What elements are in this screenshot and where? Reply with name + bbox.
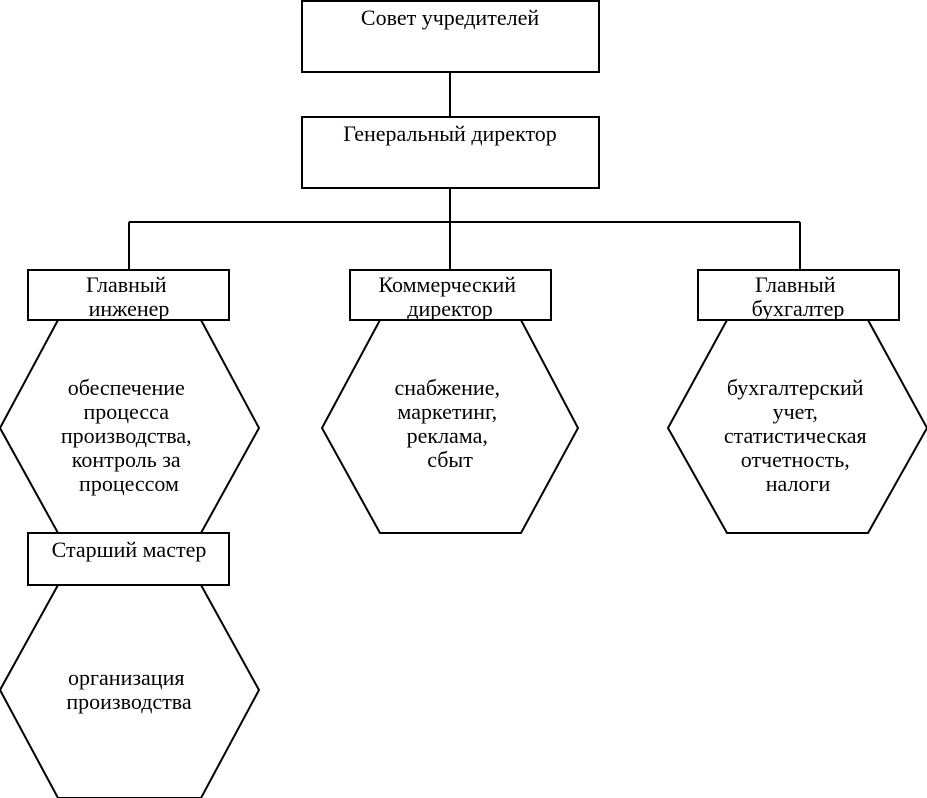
chief-accountant-box: [697, 269, 900, 321]
commercial-director-duties: снабжение, маркетинг, реклама, сбыт: [395, 375, 506, 472]
chief-engineer-label-line: инженер: [89, 296, 170, 321]
senior-master-label: Старший мастер: [52, 537, 207, 562]
senior-master-duties: организация производства: [66, 665, 192, 714]
duty-line: отчетность,: [741, 447, 850, 472]
general-director-label: Генеральный директор: [343, 121, 557, 146]
duty-line: учет,: [773, 399, 818, 424]
duty-line: процесса: [84, 399, 170, 424]
duty-line: организация: [68, 665, 184, 690]
chief-accountant-duties: бухгалтерский учет, статистическая отчет…: [724, 375, 872, 496]
commercial-director-label-line: директор: [407, 296, 492, 321]
duty-line: сбыт: [427, 447, 473, 472]
duty-line: процессом: [79, 471, 179, 496]
chief-accountant-label: Главный бухгалтер: [752, 272, 845, 321]
chief-engineer-duties: обеспечение процесса производства, контр…: [61, 375, 197, 496]
duty-line: производства: [66, 689, 192, 714]
duty-line: производства,: [61, 423, 192, 448]
commercial-director-box: [349, 269, 552, 321]
general-director-box: [301, 116, 600, 189]
commercial-director-label: Коммерческий директор: [378, 272, 521, 321]
founders-label: Совет учредителей: [361, 5, 539, 30]
duty-line: обеспечение: [68, 375, 185, 400]
senior-master-box: [27, 532, 230, 586]
chief-engineer-box: [27, 269, 230, 321]
chief-engineer-label-line: Главный: [86, 272, 167, 297]
duty-line: бухгалтерский: [727, 375, 864, 400]
chief-engineer-label: Главный инженер: [86, 272, 172, 321]
duty-line: реклама,: [407, 423, 488, 448]
founders-box: [301, 0, 600, 73]
chief-accountant-label-line: бухгалтер: [752, 296, 845, 321]
duty-line: статистическая: [724, 423, 867, 448]
duty-line: маркетинг,: [397, 399, 497, 424]
commercial-director-label-line: Коммерческий: [378, 272, 516, 297]
chief-accountant-label-line: Главный: [755, 272, 836, 297]
duty-line: снабжение,: [395, 375, 500, 400]
duty-line: налоги: [766, 471, 831, 496]
duty-line: контроль за: [72, 447, 181, 472]
